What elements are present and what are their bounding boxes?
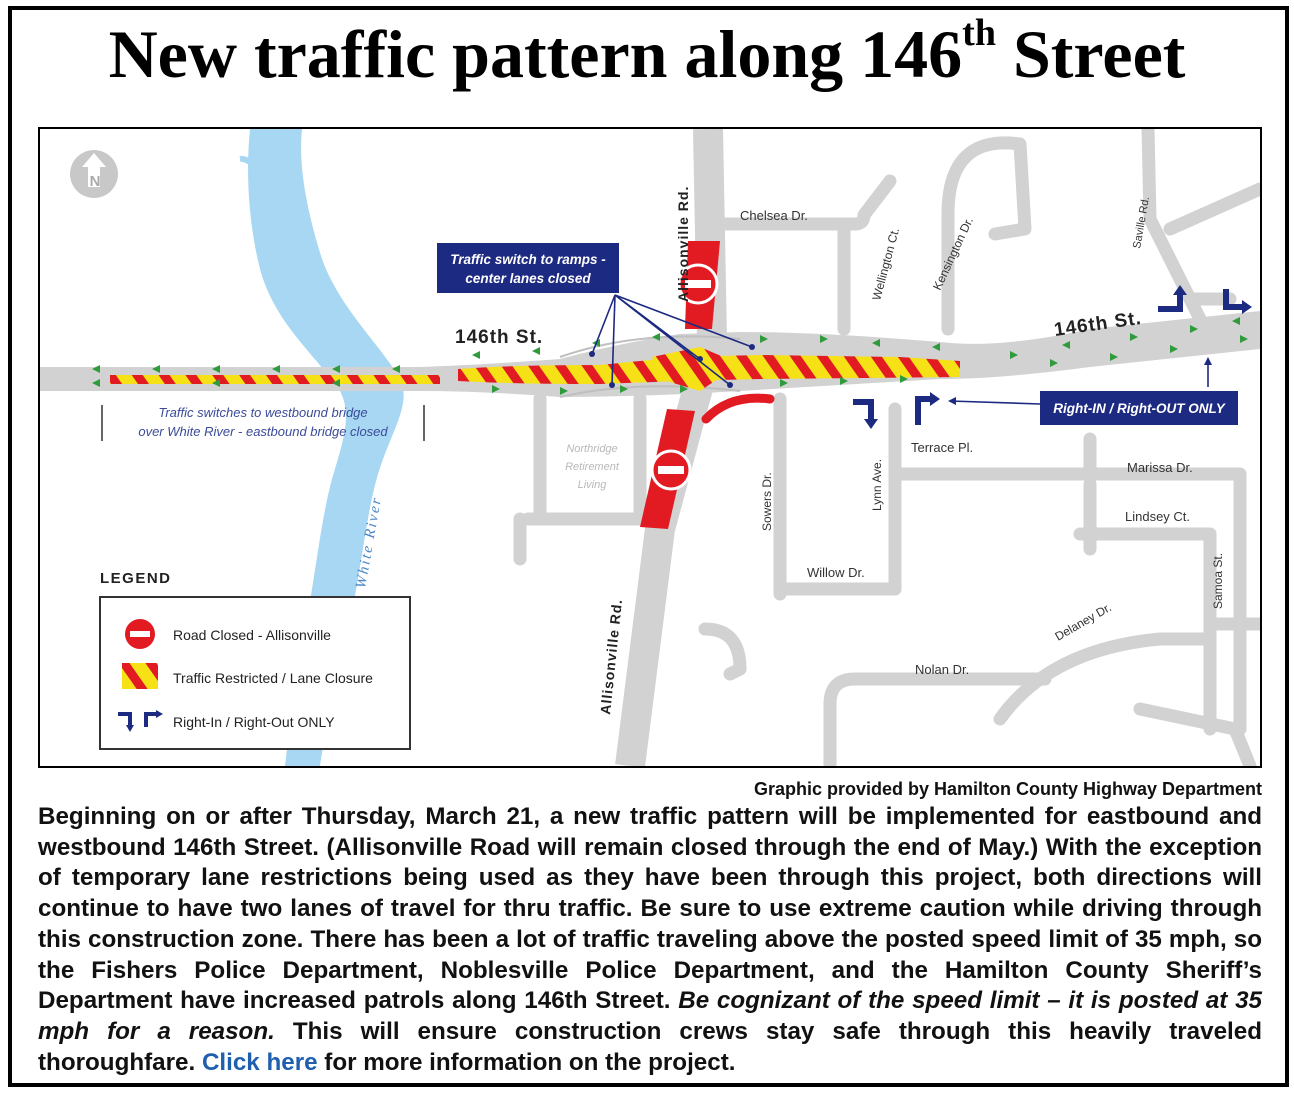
callout-westbound-bridge: Traffic switches to westbound bridge ove… <box>101 405 425 441</box>
svg-text:Chelsea Dr.: Chelsea Dr. <box>740 208 808 223</box>
svg-text:Delaney Dr.: Delaney Dr. <box>1053 600 1114 643</box>
svg-text:Northridge: Northridge <box>566 443 617 455</box>
svg-text:Allisonville Rd.: Allisonville Rd. <box>675 186 691 302</box>
road-closed-icon <box>650 449 692 491</box>
road-closed-icon <box>125 619 155 649</box>
svg-text:Nolan Dr.: Nolan Dr. <box>915 662 969 677</box>
svg-text:Retirement: Retirement <box>565 461 620 473</box>
svg-text:Allisonville Rd.: Allisonville Rd. <box>597 598 625 715</box>
north-arrow-icon: N <box>70 150 118 198</box>
legend-label: Right-In / Right-Out ONLY <box>173 714 335 730</box>
white-river <box>248 129 404 766</box>
svg-text:Traffic switch to ramps -: Traffic switch to ramps - <box>450 252 606 267</box>
svg-text:Wellington Ct.: Wellington Ct. <box>869 226 902 302</box>
right-in-out-icon <box>118 712 158 727</box>
svg-text:Sowers Dr.: Sowers Dr. <box>760 472 774 531</box>
callout-traffic-switch: Traffic switch to ramps - center lanes c… <box>437 243 619 293</box>
svg-text:Traffic switches to westbound: Traffic switches to westbound bridge <box>158 405 367 420</box>
road-closed-icon <box>677 263 719 305</box>
svg-text:Right-IN / Right-OUT ONLY: Right-IN / Right-OUT ONLY <box>1053 401 1226 416</box>
svg-text:LEGEND: LEGEND <box>100 570 172 587</box>
svg-text:146th St.: 146th St. <box>455 327 543 348</box>
page-title: New traffic pattern along 146th Street <box>108 12 1186 92</box>
callout-right-in-out: Right-IN / Right-OUT ONLY <box>1040 391 1238 425</box>
svg-text:N: N <box>90 173 101 190</box>
svg-text:Marissa Dr.: Marissa Dr. <box>1127 460 1193 475</box>
lane-closure-icon <box>122 663 158 689</box>
article-body: Beginning on or after Thursday, March 21… <box>38 803 1262 1076</box>
svg-text:Samoa St.: Samoa St. <box>1211 553 1225 609</box>
legend-label: Road Closed - Allisonville <box>173 627 331 643</box>
svg-text:Lynn Ave.: Lynn Ave. <box>870 459 884 511</box>
svg-text:Terrace Pl.: Terrace Pl. <box>911 440 973 455</box>
legend-label: Traffic Restricted / Lane Closure <box>173 670 373 686</box>
graphic-credit: Graphic provided by Hamilton County High… <box>753 779 1262 799</box>
svg-text:Willow Dr.: Willow Dr. <box>807 565 865 580</box>
traffic-map: Traffic switch to ramps - center lanes c… <box>38 127 1262 768</box>
legend: LEGEND Road Closed - Allisonville Traffi… <box>99 570 411 750</box>
svg-text:center lanes closed: center lanes closed <box>465 271 591 286</box>
svg-text:Lindsey Ct.: Lindsey Ct. <box>1125 509 1190 524</box>
svg-text:over White River - eastbound b: over White River - eastbound bridge clos… <box>138 424 388 439</box>
click-here-link[interactable]: Click here <box>201 1048 318 1076</box>
svg-text:Living: Living <box>578 479 608 491</box>
